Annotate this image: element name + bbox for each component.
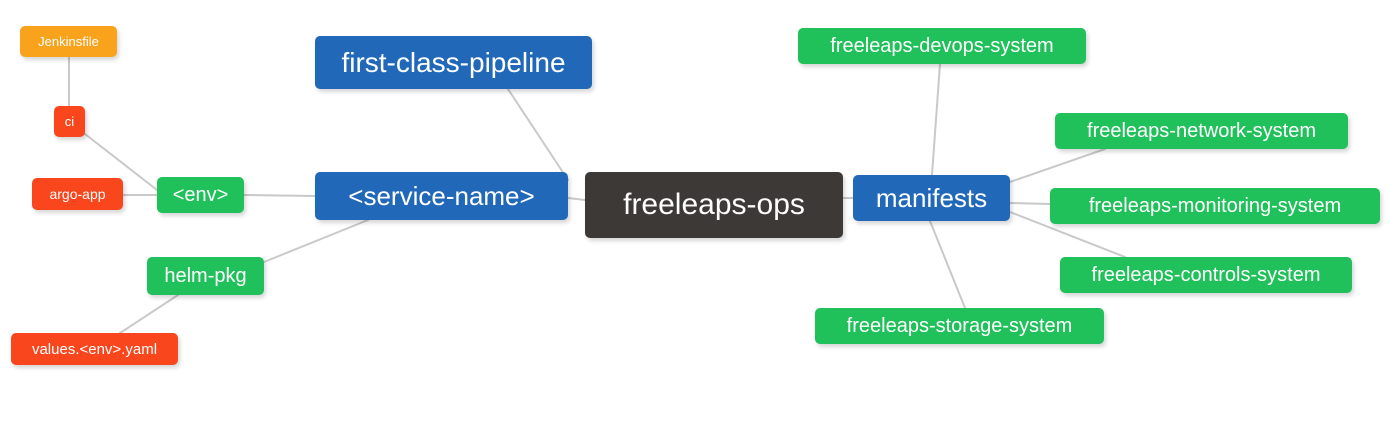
edge-helm-pkg-to-service-name bbox=[263, 219, 369, 263]
edge-manifests-to-freeleaps-monitoring-system bbox=[1009, 202, 1051, 205]
node-label: freeleaps-ops bbox=[623, 188, 805, 221]
node-label: freeleaps-monitoring-system bbox=[1088, 195, 1342, 217]
edge-service-name-to-freeleaps-ops bbox=[567, 197, 586, 201]
edge-values-yaml-to-helm-pkg bbox=[119, 294, 179, 334]
edge-manifests-to-freeleaps-storage-system bbox=[929, 220, 966, 309]
mindmap-node-jenkinsfile[interactable]: Jenkinsfile bbox=[20, 26, 117, 57]
mindmap-node-argo-app[interactable]: argo-app bbox=[32, 178, 123, 210]
node-label: <env> bbox=[172, 184, 229, 206]
node-label: ci bbox=[64, 114, 75, 129]
mindmap-node-freeleaps-network-system[interactable]: freeleaps-network-system bbox=[1055, 113, 1348, 149]
mindmap-node-freeleaps-storage-system[interactable]: freeleaps-storage-system bbox=[815, 308, 1104, 344]
mindmap-node-env[interactable]: <env> bbox=[157, 177, 244, 213]
node-label: manifests bbox=[875, 183, 988, 213]
node-label: argo-app bbox=[49, 186, 106, 202]
node-label: freeleaps-network-system bbox=[1087, 120, 1316, 142]
node-label: Jenkinsfile bbox=[38, 34, 99, 49]
node-label: helm-pkg bbox=[164, 265, 247, 287]
edge-manifests-to-freeleaps-devops-system bbox=[931, 63, 941, 176]
node-label: freeleaps-storage-system bbox=[846, 315, 1073, 337]
node-label: first-class-pipeline bbox=[341, 46, 566, 78]
mindmap-node-service-name[interactable]: <service-name> bbox=[315, 172, 568, 220]
mindmap-node-helm-pkg[interactable]: helm-pkg bbox=[147, 257, 264, 295]
node-label: values.<env>.yaml bbox=[31, 340, 158, 358]
edge-service-name-to-first-class-pipeline bbox=[507, 88, 569, 181]
mindmap-node-freeleaps-devops-system[interactable]: freeleaps-devops-system bbox=[798, 28, 1086, 64]
edge-manifests-to-freeleaps-network-system bbox=[1009, 148, 1106, 183]
mindmap-node-freeleaps-monitoring-system[interactable]: freeleaps-monitoring-system bbox=[1050, 188, 1380, 224]
mindmap-node-first-class-pipeline[interactable]: first-class-pipeline bbox=[315, 36, 592, 89]
mindmap-node-values-yaml[interactable]: values.<env>.yaml bbox=[11, 333, 178, 365]
mindmap-node-freeleaps-ops[interactable]: freeleaps-ops bbox=[585, 172, 843, 238]
mindmap-node-ci[interactable]: ci bbox=[54, 106, 85, 137]
node-label: freeleaps-controls-system bbox=[1091, 264, 1321, 286]
node-label: freeleaps-devops-system bbox=[830, 35, 1054, 57]
edge-env-to-service-name bbox=[243, 194, 316, 197]
mindmap-node-manifests[interactable]: manifests bbox=[853, 175, 1010, 221]
node-label: <service-name> bbox=[348, 181, 535, 211]
mindmap-node-freeleaps-controls-system[interactable]: freeleaps-controls-system bbox=[1060, 257, 1352, 293]
